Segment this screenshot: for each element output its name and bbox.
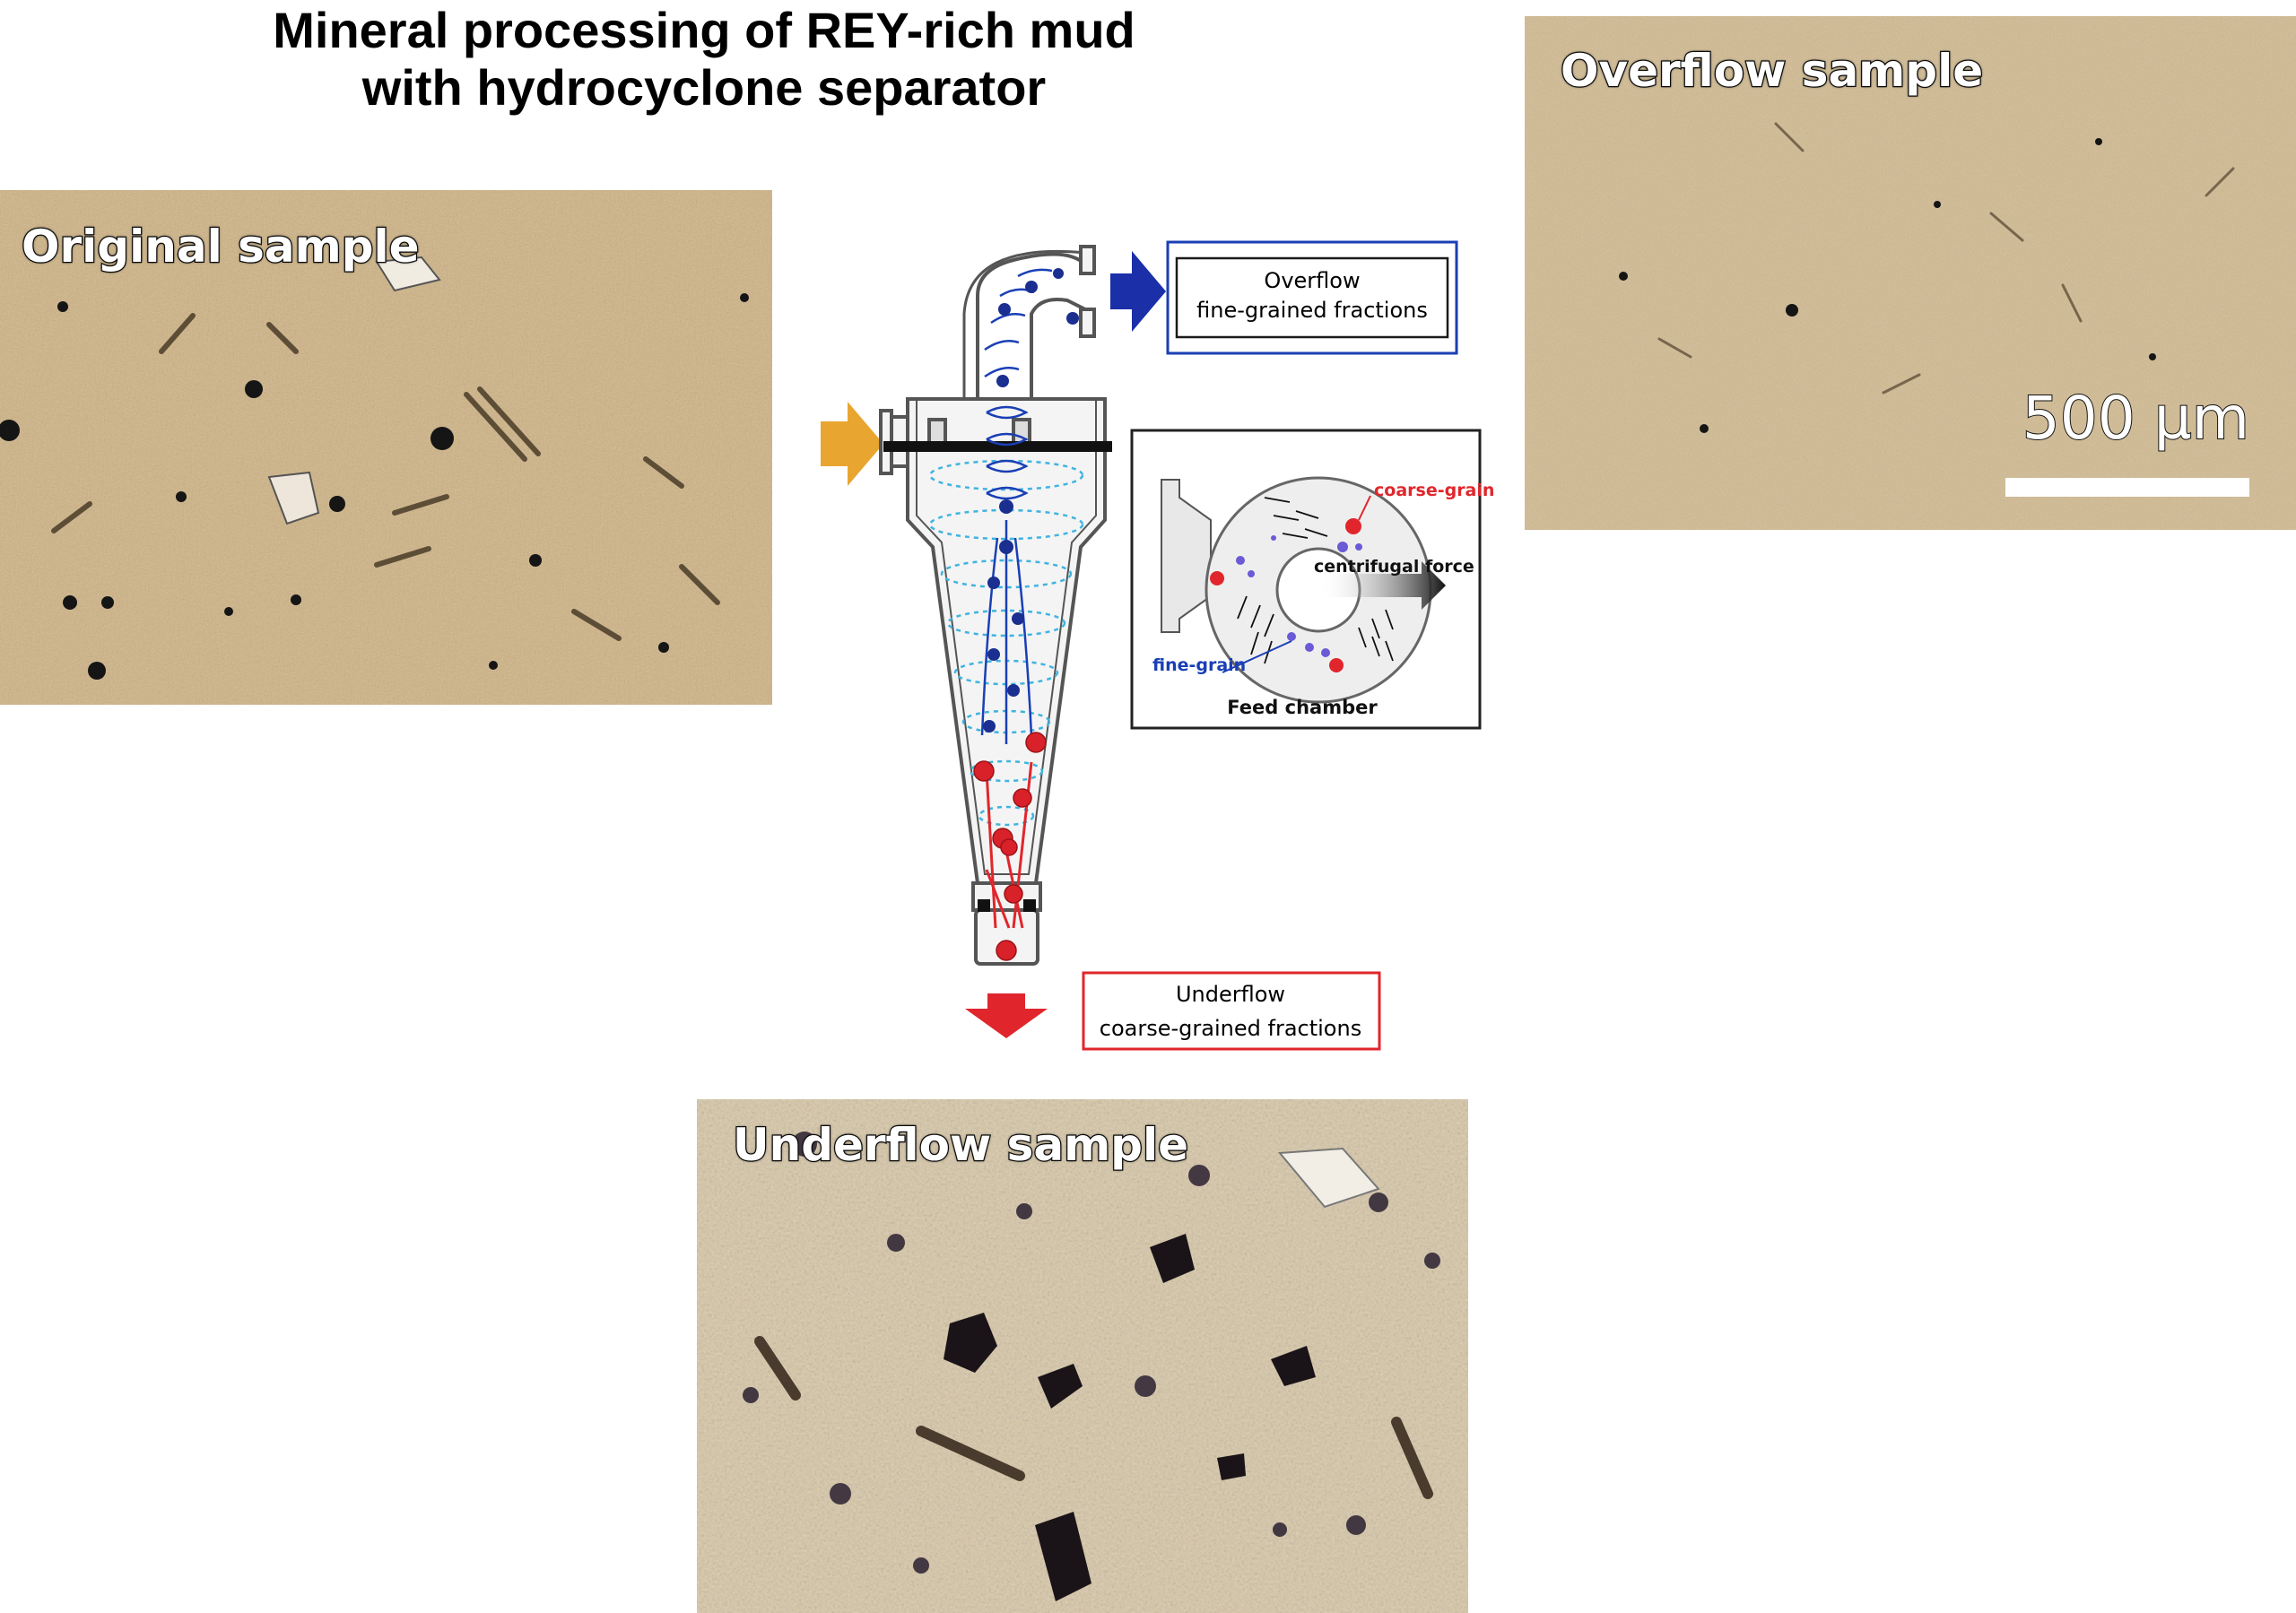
fine-grain-label: fine-grain <box>1152 655 1246 675</box>
coarse-grain-label: coarse-grain <box>1374 481 1494 500</box>
underflow-arrow-icon <box>965 993 1048 1038</box>
underflow-label-box: Underflow coarse-grained fractions <box>1083 973 1379 1049</box>
centrifugal-force-label: centrifugal force <box>1314 557 1474 577</box>
feed-chamber-caption: Feed chamber <box>1227 697 1378 718</box>
overflow-box-subtitle: fine-grained fractions <box>1196 298 1428 323</box>
overflow-label-box: Overflow fine-grained fractions <box>1168 242 1457 353</box>
underflow-box-subtitle: coarse-grained fractions <box>1100 1016 1361 1041</box>
overflow-arrow-icon <box>1110 251 1166 332</box>
hydrocyclone-body <box>881 247 1105 964</box>
overflow-box-title: Overflow <box>1264 268 1360 293</box>
feed-arrow-icon <box>821 402 883 486</box>
underflow-box-title: Underflow <box>1176 982 1285 1007</box>
feed-chamber-inset: coarse-grain fine-grain centrifugal forc… <box>1132 430 1494 728</box>
